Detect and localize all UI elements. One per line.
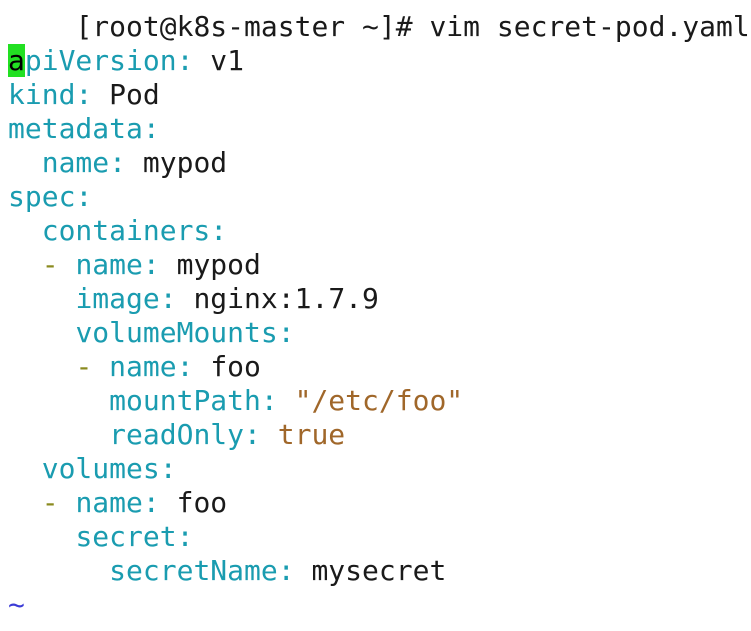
yaml-value: foo: [176, 486, 228, 519]
yaml-string-value: "/etc/foo": [294, 384, 464, 417]
yaml-line-mountpath[interactable]: mountPath: "/etc/foo": [8, 384, 751, 418]
yaml-key: secret: [75, 520, 177, 553]
terminal-window[interactable]: [root@k8s-master ~]# vim secret-pod.yaml…: [8, 0, 751, 622]
yaml-key: piVersion: [24, 44, 177, 77]
yaml-value: mypod: [176, 248, 261, 281]
yaml-line-apiversion[interactable]: apiVersion: v1: [8, 44, 751, 78]
yaml-value: nginx:1.7.9: [193, 282, 379, 315]
yaml-key: image: [75, 282, 160, 315]
yaml-line-volume-name[interactable]: - name: foo: [8, 486, 751, 520]
yaml-list-dash: -: [75, 350, 93, 383]
yaml-key: name: [109, 350, 177, 383]
yaml-line-kind[interactable]: kind: Pod: [8, 78, 751, 112]
yaml-colon: :: [176, 520, 194, 553]
vim-tilde-marker: ~: [8, 588, 25, 621]
yaml-key: name: [41, 146, 110, 179]
yaml-colon: :: [277, 554, 295, 587]
yaml-key: name: [75, 248, 143, 281]
yaml-key: volumes: [41, 452, 160, 485]
yaml-colon: :: [210, 214, 228, 247]
yaml-value: foo: [210, 350, 261, 383]
yaml-colon: :: [75, 180, 93, 213]
yaml-colon: :: [142, 486, 160, 519]
yaml-colon: :: [176, 44, 194, 77]
yaml-key: containers: [41, 214, 211, 247]
yaml-line-metadata-name[interactable]: name: mypod: [8, 146, 751, 180]
yaml-key: name: [75, 486, 143, 519]
yaml-colon: :: [260, 384, 278, 417]
vim-cursor: a: [8, 44, 25, 77]
yaml-key: readOnly: [109, 418, 245, 451]
yaml-line-secretname[interactable]: secretName: mysecret: [8, 554, 751, 588]
yaml-key: volumeMounts: [75, 316, 278, 349]
yaml-line-volumes[interactable]: volumes:: [8, 452, 751, 486]
yaml-line-secret[interactable]: secret:: [8, 520, 751, 554]
shell-prompt-line: [root@k8s-master ~]# vim secret-pod.yaml: [8, 0, 751, 43]
yaml-colon: :: [176, 350, 194, 383]
yaml-key: spec: [8, 180, 76, 213]
yaml-key: secretName: [109, 554, 278, 587]
yaml-colon: :: [159, 282, 177, 315]
yaml-colon: :: [109, 146, 127, 179]
yaml-colon: :: [75, 78, 93, 111]
yaml-value: mypod: [142, 146, 228, 179]
yaml-value: mysecret: [311, 554, 447, 587]
yaml-list-dash: -: [41, 486, 59, 519]
yaml-line-image[interactable]: image: nginx:1.7.9: [8, 282, 751, 316]
yaml-colon: :: [142, 248, 160, 281]
yaml-colon: :: [244, 418, 261, 451]
shell-prompt-text: [root@k8s-master ~]# vim secret-pod.yaml: [75, 10, 750, 43]
yaml-line-spec[interactable]: spec:: [8, 180, 751, 214]
yaml-key: mountPath: [109, 384, 261, 417]
yaml-list-dash: -: [41, 248, 59, 281]
yaml-line-readonly[interactable]: readOnly: true: [8, 418, 751, 452]
yaml-line-container-name[interactable]: - name: mypod: [8, 248, 751, 282]
yaml-boolean-value: true: [277, 418, 346, 451]
yaml-colon: :: [142, 112, 160, 145]
yaml-key: metadata: [8, 112, 143, 145]
vim-empty-line: ~: [8, 588, 751, 622]
yaml-line-metadata[interactable]: metadata:: [8, 112, 751, 146]
yaml-line-containers[interactable]: containers:: [8, 214, 751, 248]
yaml-colon: :: [159, 452, 177, 485]
yaml-line-mount-name[interactable]: - name: foo: [8, 350, 751, 384]
yaml-value: Pod: [109, 78, 160, 111]
yaml-key: kind: [8, 78, 76, 111]
yaml-colon: :: [277, 316, 295, 349]
yaml-value: v1: [210, 44, 245, 77]
yaml-line-volumemounts[interactable]: volumeMounts:: [8, 316, 751, 350]
